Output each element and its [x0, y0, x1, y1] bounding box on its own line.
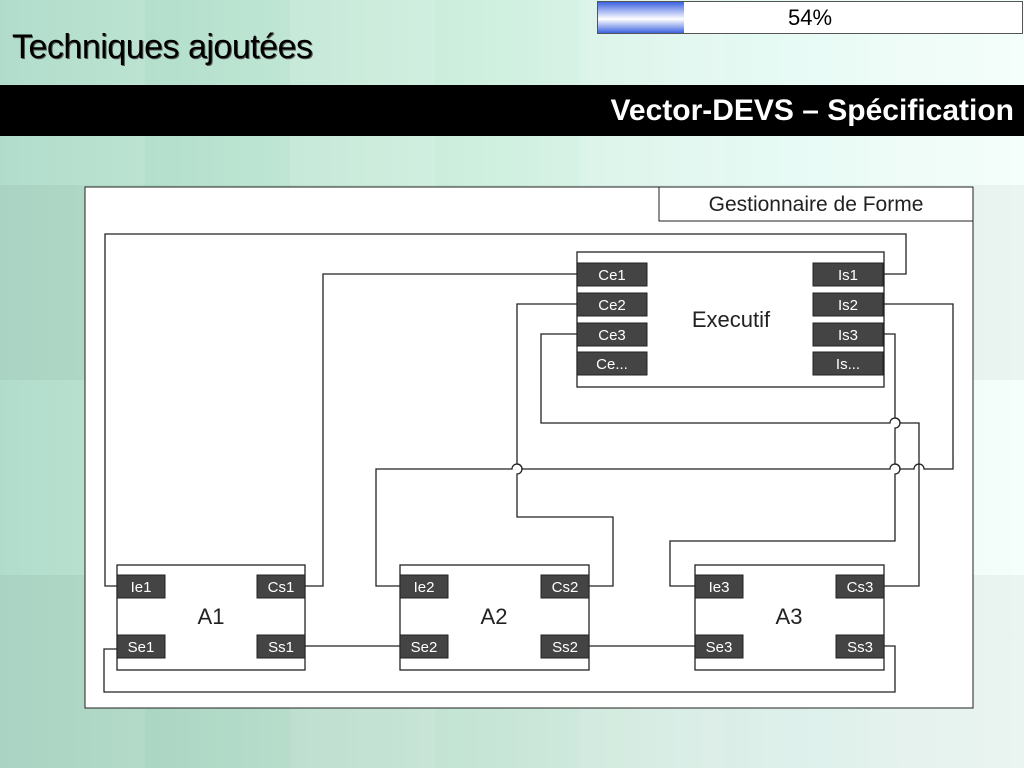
- port-cs1-label: Cs1: [268, 579, 295, 596]
- port-cs3-label: Cs3: [847, 579, 874, 596]
- progress-bar: 54%: [597, 1, 1023, 34]
- agent-a1: A1 Ie1 Cs1 Se1 Ss1: [116, 564, 306, 671]
- agent-a3: A3 Ie3 Cs3 Se3 Ss3: [694, 564, 885, 671]
- agent-a3-label: A3: [776, 604, 803, 629]
- port-ce1-label: Ce1: [598, 267, 626, 284]
- agent-a2-label: A2: [481, 604, 508, 629]
- port-cs3: [835, 574, 885, 599]
- port-ce1: [576, 262, 648, 287]
- port-cs2: [540, 574, 590, 599]
- executif-label: Executif: [692, 307, 771, 332]
- port-se2: [399, 634, 449, 659]
- port-ie3: [694, 574, 744, 599]
- port-ce3-label: Ce3: [598, 327, 626, 344]
- gestionnaire-label-box: [658, 186, 974, 222]
- agent-a1-label: A1: [198, 604, 225, 629]
- port-ce3: [576, 322, 648, 347]
- port-ce2-label: Ce2: [598, 297, 626, 314]
- port-se3-label: Se3: [706, 639, 733, 656]
- port-ie1-label: Ie1: [131, 579, 152, 596]
- port-se1-label: Se1: [128, 639, 155, 656]
- port-ie2: [399, 574, 449, 599]
- port-ss1-label: Ss1: [268, 639, 294, 656]
- progress-label: 54%: [787, 5, 833, 30]
- connection-lines: [103, 233, 954, 693]
- page-title: Techniques ajoutées: [12, 28, 313, 66]
- agent-a2: A2 Ie2 Cs2 Se2 Ss2: [399, 564, 590, 671]
- progress-fill: [598, 2, 684, 33]
- port-ie2-label: Ie2: [414, 579, 435, 596]
- port-is3: [812, 322, 884, 347]
- port-se3: [694, 634, 744, 659]
- port-is2-label: Is2: [838, 297, 858, 314]
- port-is3-label: Is3: [838, 327, 858, 344]
- port-ce-more-label: Ce...: [596, 356, 628, 373]
- port-ce-more: [576, 351, 648, 376]
- port-is-more-label: Is...: [836, 356, 860, 373]
- port-se2-label: Se2: [411, 639, 438, 656]
- gestionnaire-label: Gestionnaire de Forme: [709, 193, 924, 216]
- subtitle-bar: Vector-DEVS – Spécification: [0, 85, 1024, 136]
- page-subtitle: Vector-DEVS – Spécification: [610, 94, 1014, 127]
- executif-block: Executif Ce1 Ce2 Ce3 Ce... Is1 Is2 Is3 I…: [576, 251, 885, 388]
- port-se1: [116, 634, 166, 659]
- port-is2: [812, 292, 884, 317]
- port-ss1: [256, 634, 306, 659]
- port-ss3-label: Ss3: [847, 639, 873, 656]
- port-ss2: [540, 634, 590, 659]
- port-ss2-label: Ss2: [552, 639, 578, 656]
- port-cs2-label: Cs2: [552, 579, 579, 596]
- port-ie3-label: Ie3: [709, 579, 730, 596]
- port-is-more: [812, 351, 884, 376]
- port-ie1: [116, 574, 166, 599]
- port-is1: [812, 262, 884, 287]
- port-is1-label: Is1: [838, 267, 858, 284]
- port-ss3: [835, 634, 885, 659]
- port-cs1: [256, 574, 306, 599]
- port-ce2: [576, 292, 648, 317]
